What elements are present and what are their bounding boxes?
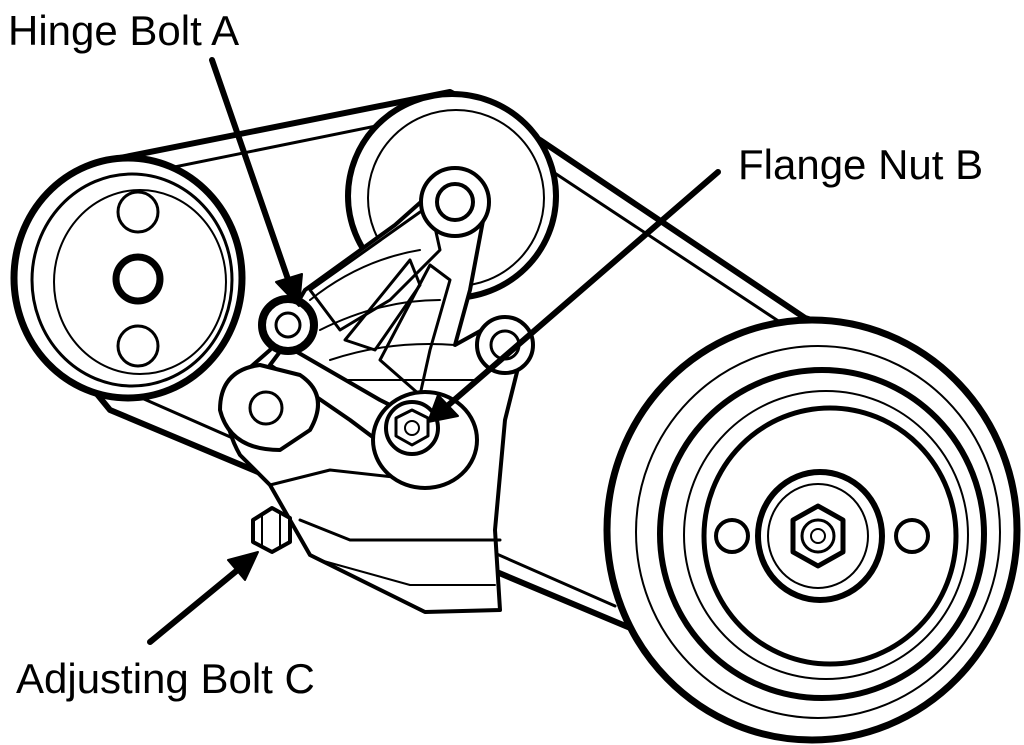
arrow-hinge-bolt	[209, 57, 303, 307]
flange-nut	[371, 390, 479, 490]
flange-nut-label: Flange Nut B	[738, 141, 984, 188]
hinge-bolt-label: Hinge Bolt A	[8, 7, 240, 54]
bracket-boss	[475, 315, 535, 375]
bracket-lug	[218, 363, 320, 452]
arrow-flange-nut	[427, 169, 721, 423]
hinge-bolt	[258, 295, 318, 355]
adjusting-bolt-label: Adjusting Bolt C	[16, 655, 315, 702]
arrow-adjusting-bolt	[147, 551, 259, 645]
alternator-pulley	[10, 154, 246, 402]
idler-pivot	[419, 166, 491, 238]
adjusting-bolt	[251, 506, 292, 554]
crankshaft-pulley	[603, 316, 1021, 744]
